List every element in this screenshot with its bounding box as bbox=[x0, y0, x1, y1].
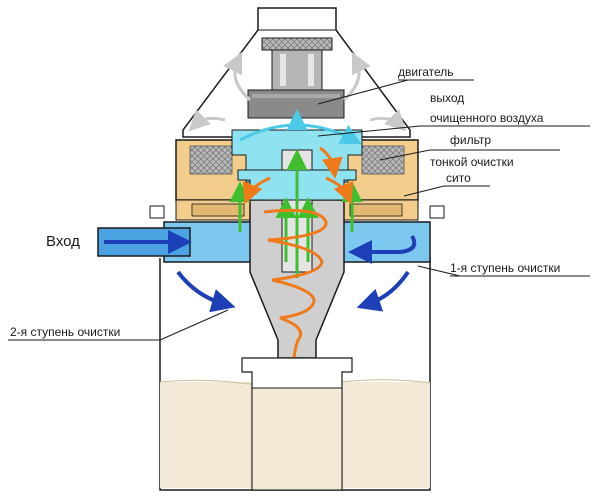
motor-icon bbox=[247, 37, 345, 119]
filter-mesh-icon bbox=[361, 145, 405, 175]
label-outlet-line2: очищенного воздуха bbox=[430, 111, 544, 125]
dust-outlet bbox=[241, 357, 353, 491]
filter-mesh-icon bbox=[189, 145, 233, 175]
label-sieve: сито bbox=[446, 171, 471, 185]
stage1-arrows bbox=[176, 270, 410, 313]
label-filter-line1: фильтр bbox=[450, 133, 491, 147]
label-inlet: Вход bbox=[46, 233, 80, 250]
label-outlet-line1: выход bbox=[430, 91, 464, 105]
label-filter-line2: тонкой очистки bbox=[430, 155, 514, 169]
label-stage2: 2-я ступень очистки bbox=[10, 325, 120, 339]
label-motor: двигатель bbox=[398, 65, 454, 79]
dirty-air-arrows bbox=[242, 146, 354, 387]
leader-lines bbox=[8, 79, 590, 341]
label-stage1: 1-я ступень очистки bbox=[450, 261, 560, 275]
